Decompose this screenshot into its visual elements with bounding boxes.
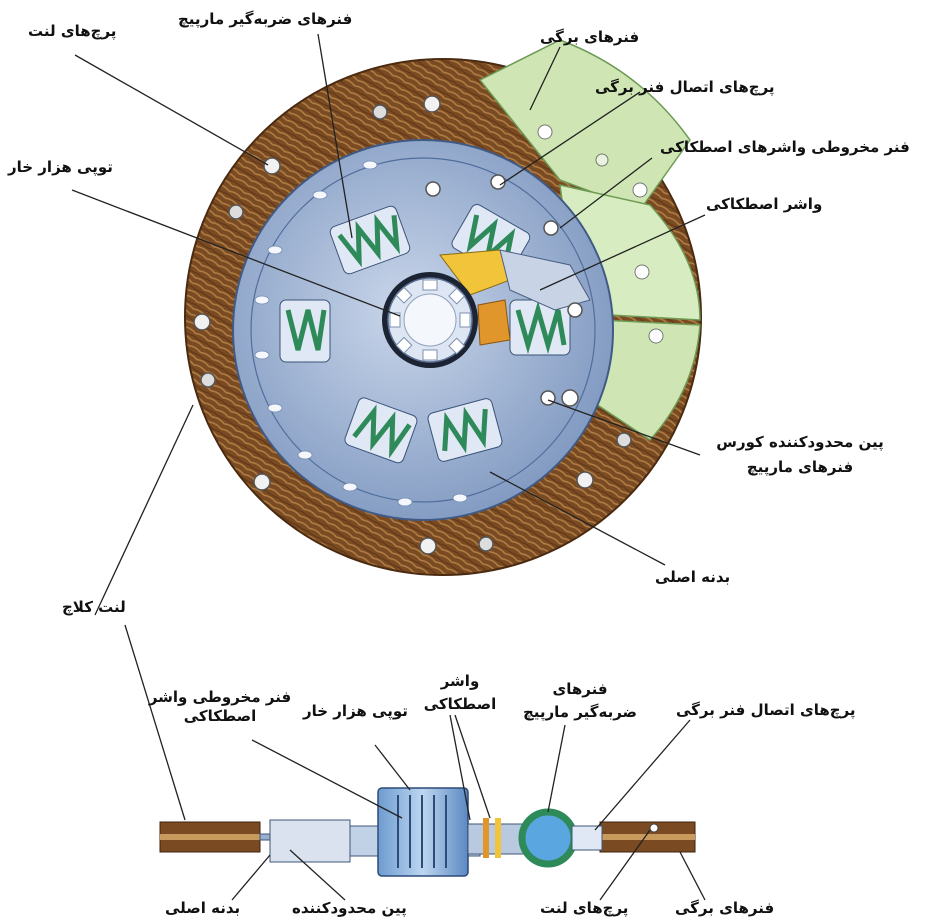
label-lining-rivets: پرچ‌های لنت	[28, 22, 116, 41]
label-section-lining-rivets: پرچ‌های لنت	[540, 899, 628, 918]
label-section-cone-spring-line2: اصطکاکی	[140, 707, 300, 726]
label-friction-washer-cone-spring: فنر مخروطی واشرهای اصطکاکی	[660, 138, 910, 157]
section-main-body	[270, 820, 350, 862]
label-section-cone-spring-line1: فنر مخروطی واشر	[140, 688, 300, 707]
label-section-cone-spring: فنر مخروطی واشر اصطکاکی	[140, 688, 300, 726]
label-section-friction-washer-line1: واشر	[410, 672, 510, 691]
label-section-damper-springs: فنرهای ضربه‌گیر مارپیچ	[515, 680, 645, 722]
label-stop-pin-line2: فنرهای مارپیچ	[690, 458, 910, 477]
label-leaf-spring-rivets: پرچ‌های اتصال فنر برگی	[595, 78, 775, 97]
label-main-body: بدنه اصلی	[655, 568, 730, 587]
label-section-stop-pin: پین محدودکننده	[292, 899, 407, 918]
label-splined-hub: توپی هزار خار	[8, 158, 113, 177]
label-section-friction-washer-line2: اصطکاکی	[410, 695, 510, 714]
label-leaf-springs: فنرهای برگی	[540, 28, 639, 47]
label-section-friction-washer: واشر اصطکاکی	[410, 672, 510, 714]
label-friction-washer: واشر اصطکاکی	[706, 195, 822, 214]
label-section-damper-springs-line1: فنرهای	[515, 680, 645, 699]
clutch-disc-top-view	[185, 40, 701, 575]
clutch-disc-section-view	[160, 788, 695, 876]
section-damper-spring	[522, 812, 574, 864]
label-section-splined-hub: توپی هزار خار	[303, 702, 408, 721]
label-clutch-lining: لنت کلاچ	[62, 598, 126, 617]
label-section-leaf-springs: فنرهای برگی	[675, 899, 774, 918]
label-section-damper-springs-line2: ضربه‌گیر مارپیچ	[515, 703, 645, 722]
label-stop-pin: پین محدودکننده کورس فنرهای مارپیچ	[690, 433, 910, 477]
label-section-leaf-spring-rivets: پرچ‌های اتصال فنر برگی	[676, 701, 856, 720]
label-stop-pin-line1: پین محدودکننده کورس	[690, 433, 910, 452]
label-damper-springs: فنرهای ضربه‌گیر مارپیچ	[178, 10, 352, 29]
label-section-main-body: بدنه اصلی	[165, 899, 240, 918]
